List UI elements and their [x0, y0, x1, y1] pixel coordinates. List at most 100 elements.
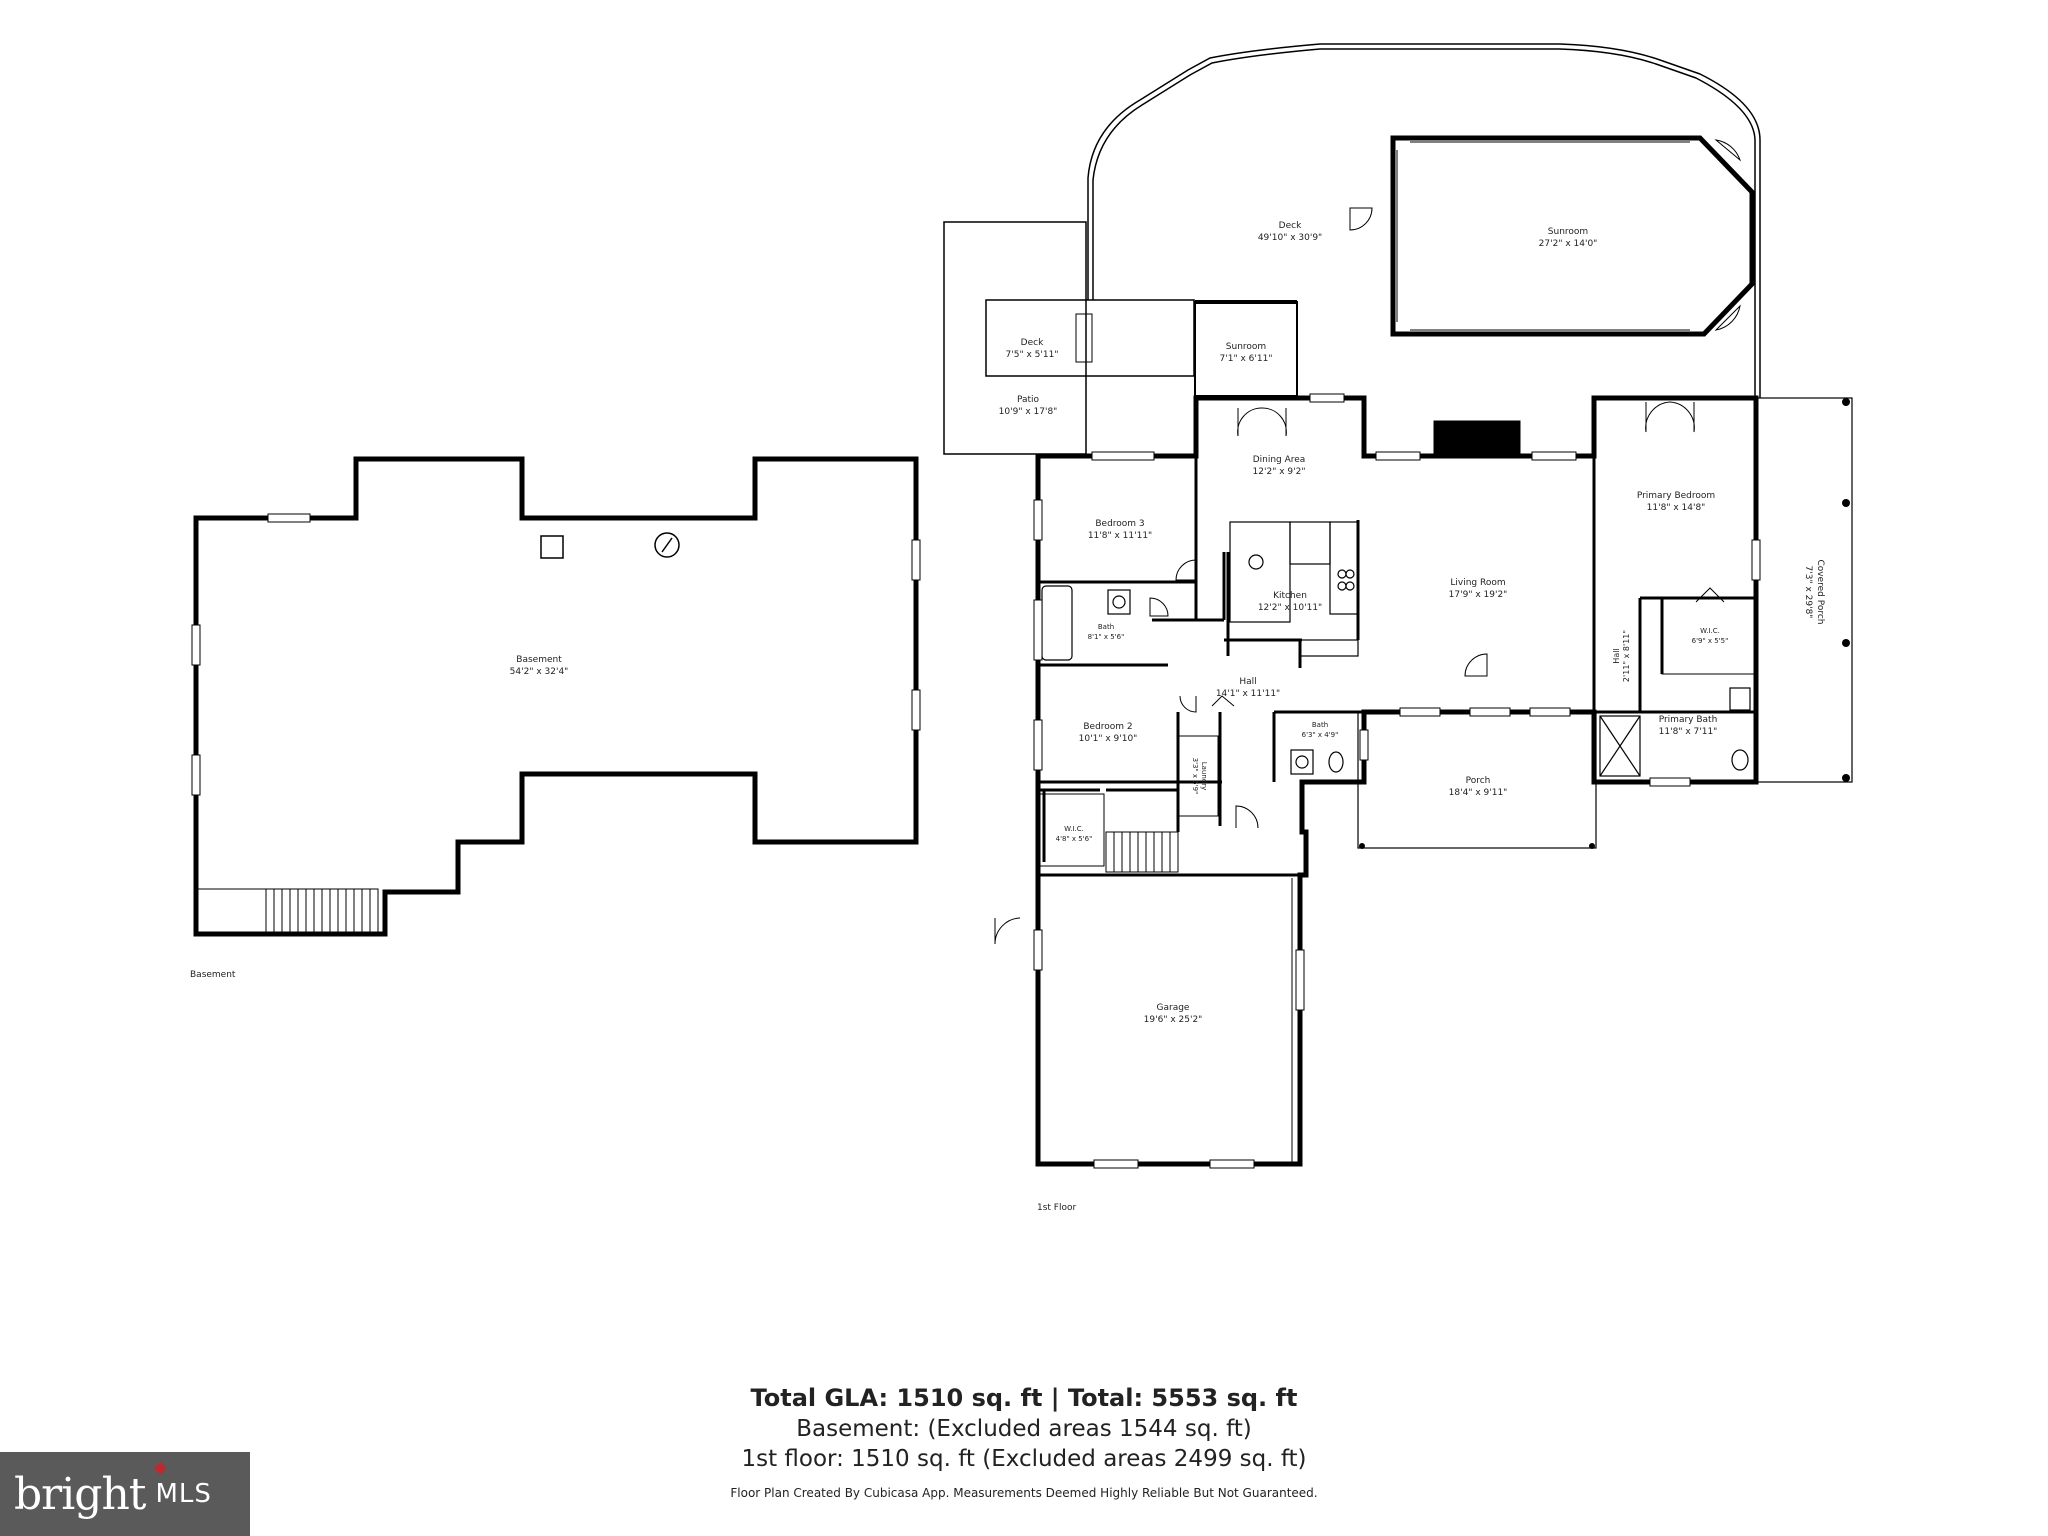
first-floor-area-line: 1st floor: 1510 sq. ft (Excluded areas 2…	[741, 1446, 1307, 1472]
room-name: Living Room	[1450, 578, 1506, 588]
first-floor-caption: 1st Floor	[1037, 1203, 1077, 1213]
basement-plan	[191, 456, 921, 937]
room-name: Bath	[1097, 623, 1115, 631]
room-label-bedroom2-wic: W.I.C. 4'8" x 5'6"	[1056, 824, 1093, 844]
room-name: Dining Area	[1252, 455, 1306, 465]
room-label-basement: Basement 54'2" x 32'4"	[510, 654, 569, 678]
room-label-primary-bath: Primary Bath 11'8" x 7'11"	[1659, 714, 1718, 738]
room-dims: 6'3" x 4'9"	[1301, 731, 1339, 739]
room-label-kitchen: Kitchen 12'2" x 10'11"	[1258, 590, 1322, 614]
patio-outline	[943, 221, 1087, 455]
room-name: Bath	[1311, 721, 1329, 729]
covered-porch-posts	[1359, 398, 1850, 849]
room-dims: 10'1" x 9'10"	[1078, 734, 1138, 744]
room-dims: 8'1" x 5'6"	[1087, 633, 1125, 641]
room-name: Sunroom	[1547, 227, 1589, 237]
room-label-primary-bedroom: Primary Bedroom 11'8" x 14'8"	[1637, 490, 1715, 514]
house-windows	[1033, 393, 1761, 1169]
sunroom-windows	[1396, 141, 1690, 331]
logo-diamond-icon	[154, 1462, 167, 1475]
kitchen-counters	[1229, 521, 1359, 657]
room-label-bedroom-2: Bedroom 2 10'1" x 9'10"	[1079, 721, 1138, 745]
room-name: Bedroom 3	[1095, 519, 1145, 529]
room-name: Garage	[1156, 1003, 1190, 1013]
room-label-hall: Hall 14'1" x 11'11"	[1216, 676, 1280, 700]
room-name: Hall	[1612, 648, 1621, 664]
room-dims: 6'9" x 5'5"	[1691, 637, 1729, 645]
area-summary: Total GLA: 1510 sq. ft | Total: 5553 sq.…	[0, 1383, 2048, 1474]
room-name: Hall	[1239, 677, 1257, 687]
room-label-small-deck: Deck 7'5" x 5'11"	[1006, 337, 1059, 361]
deck-outline	[1087, 43, 1761, 398]
room-label-garage: Garage 19'6" x 25'2"	[1144, 1002, 1203, 1026]
sunroom-outline	[1390, 135, 1755, 337]
room-label-covered-porch: Covered Porch 7'3" x 29'8"	[1802, 559, 1826, 624]
room-dims: 14'1" x 11'11"	[1215, 689, 1281, 699]
room-dims: 2'11" x 8'11"	[1622, 629, 1631, 683]
first-floor-plan	[943, 43, 1853, 1169]
room-label-bath: Bath 8'1" x 5'6"	[1088, 622, 1125, 642]
room-name: Bedroom 2	[1083, 722, 1133, 732]
room-dims: 10'9" x 17'8"	[998, 407, 1058, 417]
door-swings	[994, 139, 1742, 945]
room-dims: 3'3" x 5'9"	[1191, 757, 1199, 795]
room-name: Primary Bath	[1658, 715, 1718, 725]
room-name: Deck	[1020, 338, 1044, 348]
basement-outline	[193, 456, 919, 937]
room-label-dining-area: Dining Area 12'2" x 9'2"	[1253, 454, 1306, 478]
room-label-living-room: Living Room 17'9" x 19'2"	[1449, 577, 1508, 601]
basement-windows	[191, 513, 921, 796]
room-name: Sunroom	[1225, 342, 1267, 352]
basement-caption: Basement	[190, 970, 236, 980]
disclaimer: Floor Plan Created By Cubicasa App. Meas…	[730, 1486, 1318, 1500]
interior-walls	[1038, 398, 1756, 877]
room-label-laundry: Laundry 3'3" x 5'9"	[1190, 758, 1208, 795]
room-name: Primary Bedroom	[1636, 491, 1716, 501]
room-name: Deck	[1278, 221, 1302, 231]
basement-stairs	[196, 888, 379, 934]
room-dims: 11'8" x 7'11"	[1658, 727, 1718, 737]
room-name: W.I.C.	[1700, 627, 1720, 635]
room-label-bedroom-3: Bedroom 3 11'8" x 11'11"	[1088, 518, 1152, 542]
bedroom2-wic	[1039, 793, 1105, 867]
room-dims: 4'8" x 5'6"	[1055, 835, 1093, 843]
laundry-box	[1177, 735, 1219, 817]
room-label-hall-bath: Bath 6'3" x 4'9"	[1302, 720, 1339, 740]
room-name: Basement	[516, 655, 562, 665]
water-heater-icon	[654, 532, 680, 558]
logo-suffix: MLS	[155, 1479, 212, 1509]
room-dims: 54'2" x 32'4"	[509, 667, 569, 677]
room-dims: 12'2" x 9'2"	[1252, 467, 1306, 477]
room-label-deck: Deck 49'10" x 30'9"	[1258, 220, 1322, 244]
basement-area-line: Basement: (Excluded areas 1544 sq. ft)	[796, 1416, 1252, 1442]
room-name: Kitchen	[1273, 591, 1307, 601]
room-dims: 7'1" x 6'11"	[1219, 354, 1273, 364]
room-dims: 11'8" x 14'8"	[1646, 503, 1706, 513]
logo-brand: bright	[14, 1468, 146, 1520]
room-name: Covered Porch	[1815, 559, 1825, 625]
room-dims: 7'5" x 5'11"	[1005, 350, 1059, 360]
room-label-primary-hall: Hall 2'11" x 8'11"	[1612, 630, 1632, 682]
bath-fixtures	[1041, 585, 1751, 777]
room-dims: 19'6" x 25'2"	[1143, 1015, 1203, 1025]
room-label-small-sunroom: Sunroom 7'1" x 6'11"	[1220, 341, 1273, 365]
primary-wic-shelves	[1661, 597, 1755, 675]
room-label-porch: Porch 18'4" x 9'11"	[1449, 775, 1508, 799]
basement-fixture	[540, 535, 564, 559]
interior-stairs	[1105, 831, 1179, 873]
room-label-sunroom: Sunroom 27'2" x 14'0"	[1539, 226, 1598, 250]
room-name: Patio	[1016, 395, 1040, 405]
room-label-patio: Patio 10'9" x 17'8"	[999, 394, 1058, 418]
room-name: W.I.C.	[1064, 825, 1084, 833]
fireplace	[1433, 420, 1521, 457]
covered-porch-outline	[1755, 397, 1853, 783]
room-label-primary-wic: W.I.C. 6'9" x 5'5"	[1692, 626, 1729, 646]
room-dims: 11'8" x 11'11"	[1087, 531, 1153, 541]
total-area: Total GLA: 1510 sq. ft | Total: 5553 sq.…	[750, 1384, 1298, 1412]
room-dims: 27'2" x 14'0"	[1538, 239, 1598, 249]
bright-mls-logo: bright MLS	[0, 1452, 250, 1536]
room-dims: 12'2" x 10'11"	[1257, 603, 1323, 613]
room-name: Porch	[1465, 776, 1491, 786]
room-dims: 7'3" x 29'8"	[1803, 565, 1813, 619]
